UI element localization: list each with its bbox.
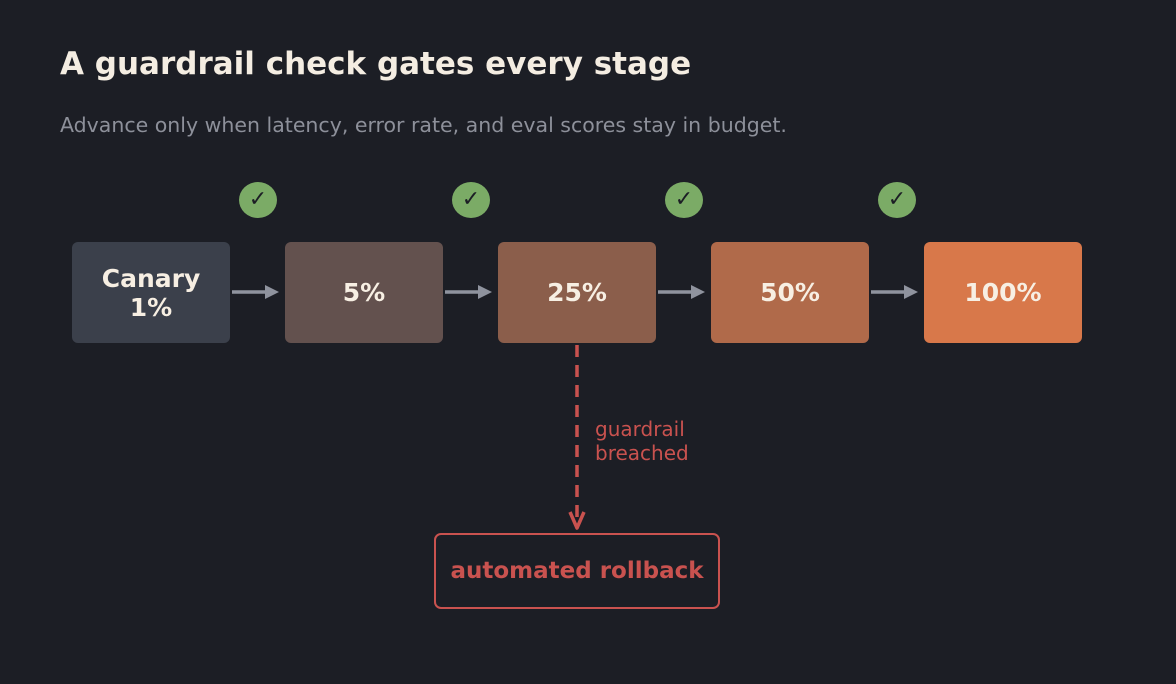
gate-check-icon: ✓ xyxy=(878,182,916,218)
stage-label: 100% xyxy=(964,278,1042,307)
diagram-subtitle: Advance only when latency, error rate, a… xyxy=(60,113,787,137)
stage-box-50-percent: 50% xyxy=(711,242,869,343)
gate-check-icon: ✓ xyxy=(452,182,490,218)
breach-arrow xyxy=(568,345,586,530)
stage-arrow-1 xyxy=(232,285,279,299)
stage-label: 5% xyxy=(342,278,386,307)
diagram-title: A guardrail check gates every stage xyxy=(60,46,692,82)
stage-box-5-percent: 5% xyxy=(285,242,443,343)
stage-box-25-percent: 25% xyxy=(498,242,656,343)
rollback-box: automated rollback xyxy=(434,533,720,609)
rollback-label: automated rollback xyxy=(450,558,704,584)
stage-box-canary: Canary 1% xyxy=(72,242,230,343)
gate-check-icon: ✓ xyxy=(239,182,277,218)
stage-arrow-3 xyxy=(658,285,705,299)
stage-arrow-2 xyxy=(445,285,492,299)
gate-check-icon: ✓ xyxy=(665,182,703,218)
stage-label: 50% xyxy=(760,278,820,307)
stage-label: 25% xyxy=(547,278,607,307)
stage-arrow-4 xyxy=(871,285,918,299)
stage-box-100-percent: 100% xyxy=(924,242,1082,343)
breach-label: guardrail breached xyxy=(595,417,689,465)
stage-label: Canary 1% xyxy=(101,263,201,322)
